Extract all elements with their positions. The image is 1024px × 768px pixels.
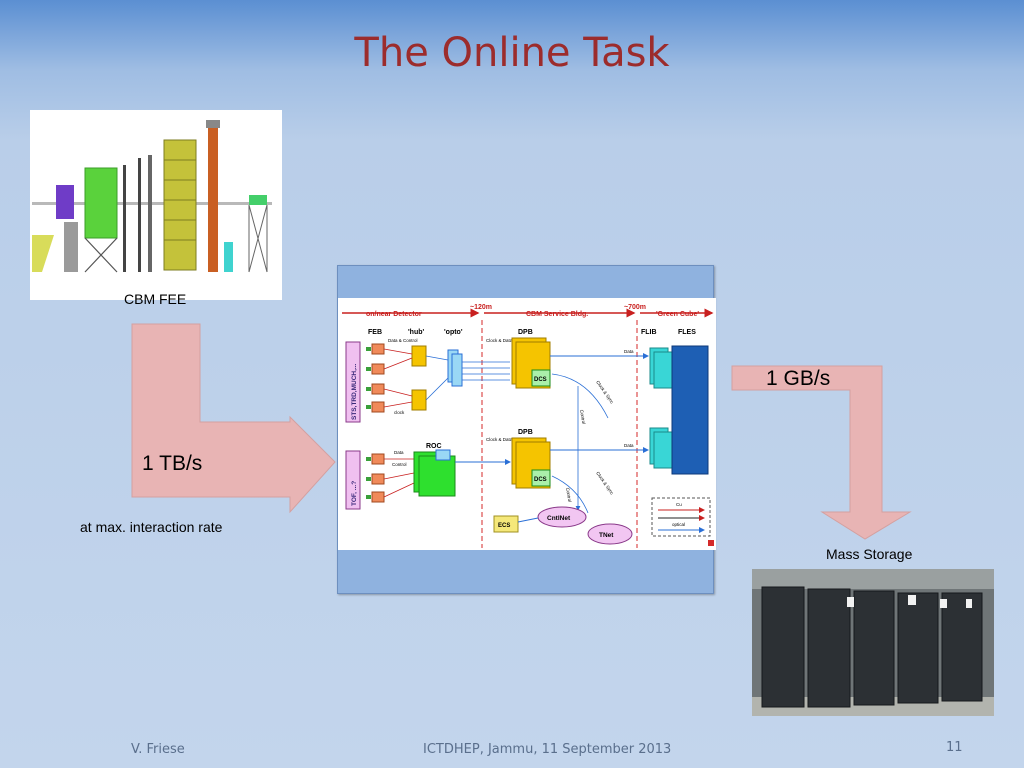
footer-author: V. Friese [131, 742, 185, 757]
control-vertical-note: Control [579, 409, 586, 424]
detector-caption: CBM FEE [124, 291, 187, 307]
detector-box-sts [345, 341, 361, 423]
hub-box [411, 389, 427, 411]
storage-image [752, 569, 994, 716]
dcs-box [531, 369, 551, 387]
output-flow-arrow [731, 365, 912, 540]
clock-data-control-note: Clock & Data & Control [486, 338, 532, 343]
legend-optical: optical [672, 522, 685, 527]
dcs2-label: DCS [534, 477, 547, 483]
hub-box [411, 345, 427, 367]
data-control-note: Data & Control [388, 338, 418, 343]
legend-cu: Cu [676, 502, 682, 507]
dcs-label: DCS [534, 377, 547, 383]
tnet-node [587, 523, 633, 545]
detector-label-sts: STS,TRD,MUCH,... [351, 363, 358, 420]
distance-120-label: ~120m [470, 304, 492, 311]
zone-service-label: CBM Service Bldg. [526, 311, 588, 318]
daq-diagram: on/near Detector ~120m CBM Service Bldg.… [338, 298, 716, 550]
magnet-shape [56, 185, 74, 219]
trd-shape [163, 139, 197, 271]
detector-box-tof [345, 450, 361, 510]
ecs-label: ECS [498, 523, 510, 529]
distance-700-label: ~700m [624, 304, 646, 311]
clock-data-control-note-2: Clock & Data & Control [486, 437, 532, 442]
col-flib: FLIB [641, 329, 657, 336]
input-flow-arrow [131, 323, 336, 514]
col-fles: FLES [678, 329, 696, 336]
detector-image [30, 110, 282, 300]
tof-tower-shape [208, 128, 218, 272]
slide-title: The Online Task [354, 30, 670, 76]
cntlnet-label: CntlNet [547, 515, 571, 522]
col-feb: FEB [368, 329, 382, 336]
roc-label: ROC [426, 443, 442, 450]
col-opto: 'opto' [444, 329, 463, 336]
dpb2-label: DPB [518, 429, 533, 436]
storage-caption: Mass Storage [826, 546, 913, 562]
detector-label-tof: TOF, ...? [351, 481, 358, 506]
input-rate-label: 1 TB/s [142, 452, 203, 475]
page-number: 11 [946, 740, 963, 755]
cntlnet-node [537, 506, 587, 528]
dcs-box-2 [531, 469, 551, 487]
ecs-box [493, 515, 519, 533]
rich-shape [84, 167, 118, 239]
input-rate-caption: at max. interaction rate [80, 519, 223, 535]
data-flib-note: Data [624, 349, 634, 354]
control-vertical-note-2: Control [565, 487, 572, 502]
data-note: Data [394, 450, 404, 455]
control-note: Control [392, 462, 407, 467]
zone-green-label: 'Green Cube' [656, 311, 699, 318]
col-dpb: DPB [518, 329, 533, 336]
fles-box [671, 345, 709, 475]
output-rate-label: 1 GB/s [766, 367, 831, 390]
clock-note: clock [394, 410, 405, 415]
col-hub: 'hub' [408, 329, 424, 336]
footer-event: ICTDHEP, Jammu, 11 September 2013 [423, 742, 672, 757]
data-flib-note-2: Data [624, 443, 634, 448]
beam-marker [32, 235, 54, 272]
zone-detector-label: on/near Detector [366, 311, 422, 318]
tnet-label: TNet [599, 532, 614, 539]
